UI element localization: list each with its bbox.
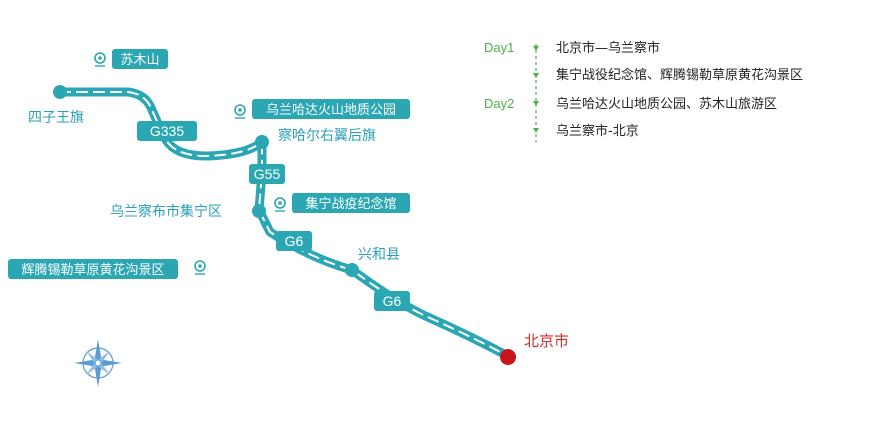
city-dot-xinghe xyxy=(345,263,359,277)
legend-item-3: Day2 乌兰哈达火山地质公园、苏木山旅游区 xyxy=(484,96,777,112)
city-label-beijing: 北京市 xyxy=(524,332,569,350)
poi-sumushan[interactable]: 苏木山 xyxy=(94,49,168,69)
city-label-xinghe: 兴和县 xyxy=(358,247,400,263)
city-dot-chahar xyxy=(255,135,269,149)
legend-item-text: 北京市—乌兰察市 xyxy=(556,40,660,56)
poi-jining-memorial[interactable]: 集宁战疫纪念馆 xyxy=(274,193,410,213)
poi-wulanhada[interactable]: 乌兰哈达火山地质公园 xyxy=(234,99,410,119)
poi-label: 辉腾锡勒草原黄花沟景区 xyxy=(21,262,164,278)
city-label-sizi: 四子王旗 xyxy=(28,110,84,126)
arrow-down-icon xyxy=(533,73,539,78)
highway-badge-g6-a: G6 xyxy=(276,231,312,251)
legend-day-label: Day1 xyxy=(484,40,514,55)
city-dot-beijing xyxy=(500,349,516,365)
highway-label: G6 xyxy=(383,293,402,309)
arrow-down-icon xyxy=(533,46,539,51)
city-label-chahar: 察哈尔右翼后旗 xyxy=(278,127,376,144)
highway-label: G55 xyxy=(254,166,281,182)
legend-item-4: 乌兰察市-北京 xyxy=(533,123,639,139)
poi-label: 乌兰哈达火山地质公园 xyxy=(266,102,396,118)
map-pin-icon xyxy=(234,104,246,119)
highway-badge-g55: G55 xyxy=(249,164,285,184)
city-dot-sizi xyxy=(53,85,67,99)
poi-huiteng[interactable]: 辉腾锡勒草原黄花沟景区 xyxy=(8,259,206,279)
map-pin-icon xyxy=(94,52,106,67)
map-pin-icon xyxy=(194,260,206,275)
legend-item-text: 集宁战役纪念馆、辉腾锡勒草原黄花沟景区 xyxy=(556,67,803,83)
route-line xyxy=(55,87,513,361)
poi-label: 苏木山 xyxy=(120,52,159,68)
legend-item-text: 乌兰哈达火山地质公园、苏木山旅游区 xyxy=(556,96,777,112)
map-pin-icon xyxy=(274,197,286,212)
highway-badge-g335: G335 xyxy=(137,121,197,141)
legend-day-label: Day2 xyxy=(484,96,514,111)
itinerary-legend: Day1 北京市—乌兰察市 集宁战役纪念馆、辉腾锡勒草原黄花沟景区 Day2 乌… xyxy=(484,40,803,142)
compass-rose-icon xyxy=(74,339,122,387)
highway-badge-g6-b: G6 xyxy=(374,291,410,311)
poi-label: 集宁战疫纪念馆 xyxy=(305,196,396,212)
legend-item-text: 乌兰察市-北京 xyxy=(556,123,639,139)
legend-item-2: 集宁战役纪念馆、辉腾锡勒草原黄花沟景区 xyxy=(533,67,803,83)
highway-label: G335 xyxy=(150,123,184,139)
city-label-jining: 乌兰察布市集宁区 xyxy=(110,203,222,220)
highway-label: G6 xyxy=(285,233,304,249)
arrow-down-icon xyxy=(533,128,539,133)
legend-item-1: Day1 北京市—乌兰察市 xyxy=(484,40,660,56)
arrow-down-icon xyxy=(533,101,539,106)
city-dot-jining xyxy=(252,204,266,218)
